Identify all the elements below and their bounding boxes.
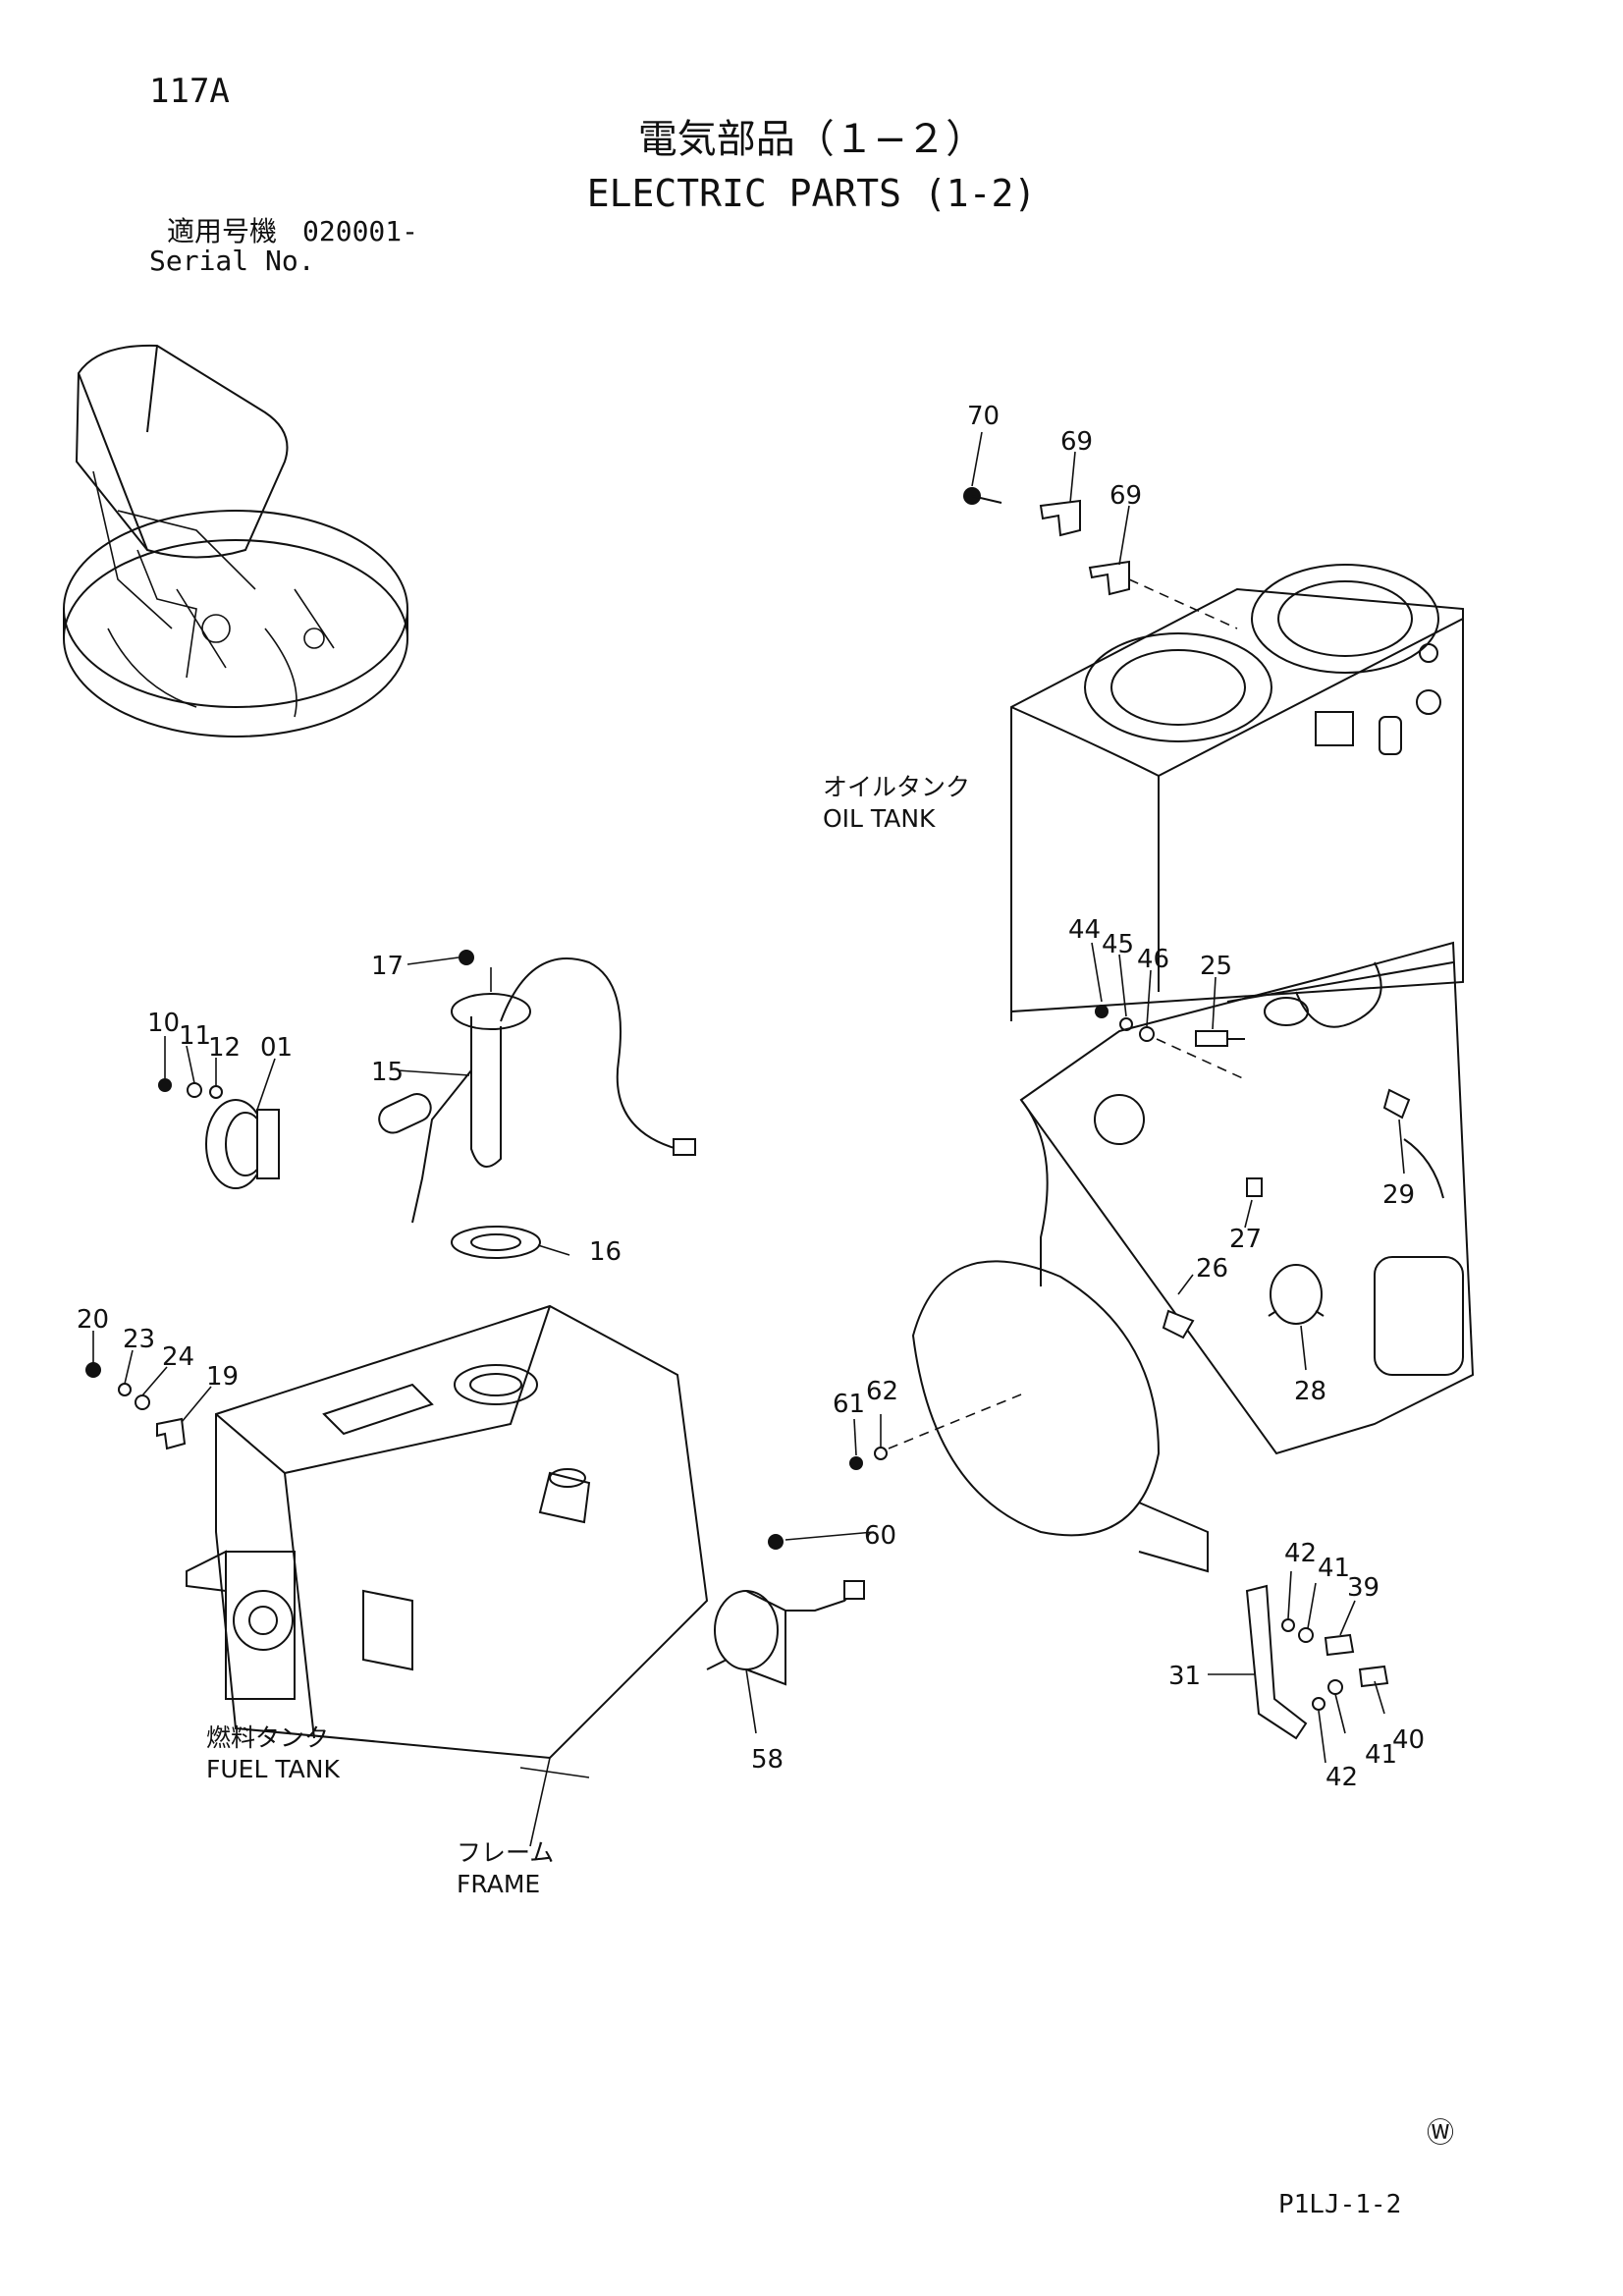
- fuel-sender-illustration: [378, 950, 696, 1259]
- machine-overview-illustration: [63, 344, 408, 738]
- engine-illustration: [911, 941, 1475, 1573]
- callout-41a: 41: [1318, 1554, 1350, 1583]
- document-reference: P1LJ-1-2: [1278, 2190, 1402, 2219]
- oil-tank-label-jp: オイルタンク: [823, 773, 970, 801]
- callout-29: 29: [1382, 1180, 1415, 1210]
- callout-numbers: 70 69 69 44 45 46 25 29 27 26 28 61 62 4…: [77, 402, 1425, 1792]
- frame-label-en: FRAME: [457, 1870, 540, 1898]
- callout-12: 12: [208, 1033, 241, 1063]
- serial-label-japanese: 適用号機: [167, 215, 278, 247]
- component-labels: オイルタンク OIL TANK 燃料タンク FUEL TANK フレーム FRA…: [206, 773, 970, 1898]
- callout-25: 25: [1200, 952, 1232, 981]
- horn-illustration: [158, 1078, 280, 1189]
- page-title-english: ELECTRIC PARTS (1-2): [586, 172, 1037, 215]
- leader-lines: [92, 431, 1405, 1764]
- callout-19: 19: [206, 1362, 239, 1392]
- serial-label-english: Serial No.: [149, 245, 315, 277]
- serial-number-value: 020001-: [302, 215, 419, 247]
- frame-label-jp: フレーム: [457, 1838, 554, 1867]
- page-number: 117A: [149, 72, 230, 111]
- callout-24: 24: [162, 1342, 194, 1372]
- callout-17: 17: [371, 952, 404, 981]
- callout-46: 46: [1137, 945, 1169, 974]
- callout-60: 60: [864, 1521, 896, 1551]
- callout-42a: 42: [1284, 1539, 1317, 1568]
- callout-27: 27: [1229, 1225, 1262, 1254]
- callout-69b: 69: [1109, 481, 1142, 511]
- callout-01: 01: [260, 1033, 293, 1063]
- callout-28: 28: [1294, 1377, 1326, 1406]
- callout-61: 61: [833, 1390, 865, 1419]
- callout-41b: 41: [1365, 1740, 1397, 1770]
- callout-23: 23: [123, 1325, 155, 1354]
- callout-16: 16: [589, 1237, 622, 1267]
- callout-39: 39: [1347, 1573, 1380, 1603]
- callout-11: 11: [179, 1021, 211, 1051]
- callout-26: 26: [1196, 1254, 1228, 1284]
- callout-15: 15: [371, 1058, 404, 1087]
- callout-70: 70: [967, 402, 1000, 431]
- watermark-symbol: Ⓦ: [1427, 2116, 1455, 2149]
- callout-42b: 42: [1325, 1763, 1358, 1792]
- fuel-tank-illustration: [186, 1304, 709, 1847]
- callout-45: 45: [1102, 930, 1134, 959]
- oil-tank-illustration: [1010, 564, 1464, 1021]
- fuel-pump-illustration: [706, 1534, 865, 1686]
- callout-44: 44: [1068, 915, 1101, 945]
- callout-69a: 69: [1060, 427, 1093, 457]
- fuel-tank-label-jp: 燃料タンク: [206, 1723, 329, 1752]
- callout-10: 10: [147, 1009, 180, 1038]
- oil-tank-label-en: OIL TANK: [823, 804, 936, 833]
- callout-20: 20: [77, 1305, 109, 1335]
- callout-40: 40: [1392, 1725, 1425, 1755]
- page-title-japanese: 電気部品（１−２）: [637, 117, 986, 162]
- callout-31: 31: [1168, 1662, 1201, 1691]
- fuel-tank-label-en: FUEL TANK: [206, 1755, 340, 1783]
- callout-62: 62: [866, 1377, 898, 1406]
- callout-58: 58: [751, 1745, 784, 1775]
- small-hardware: [85, 487, 1411, 1740]
